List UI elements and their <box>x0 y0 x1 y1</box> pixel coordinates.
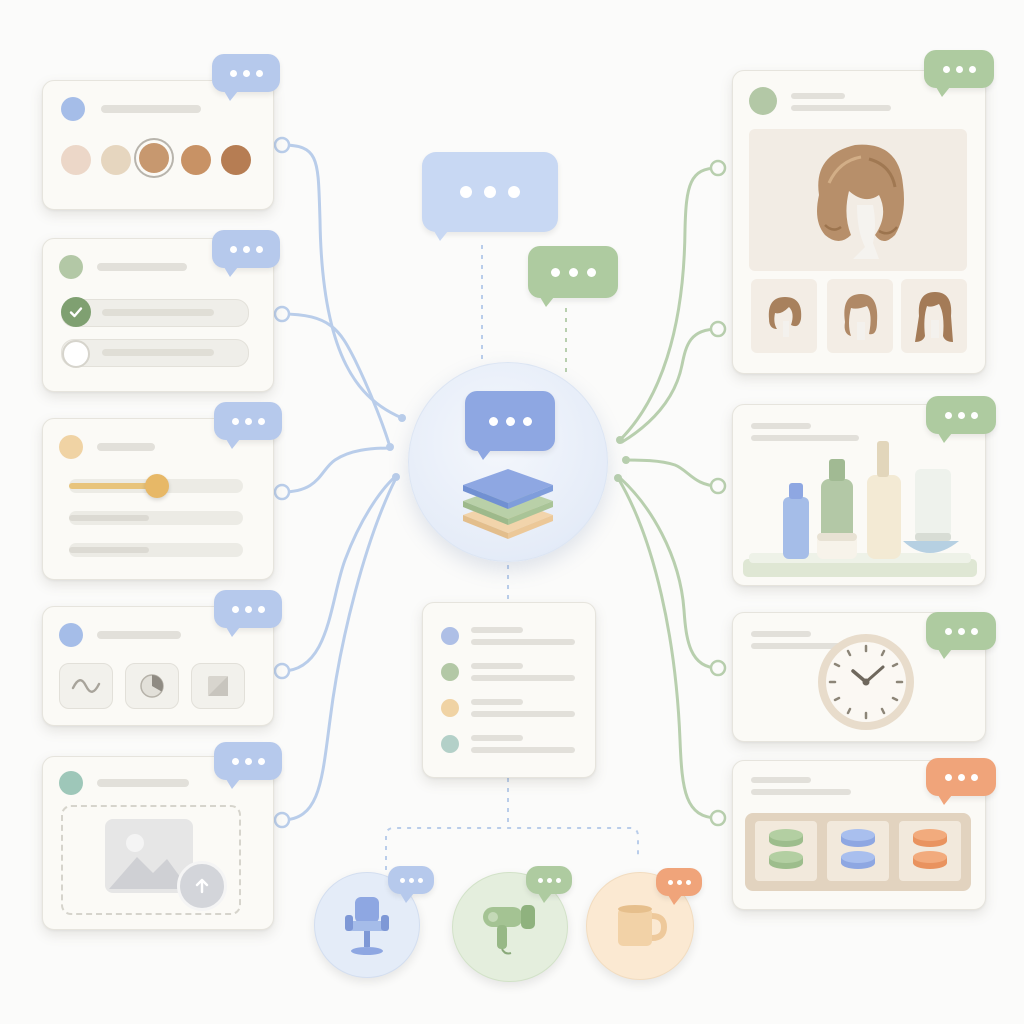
chat-bubble-icon <box>528 246 618 307</box>
card-subtitle-placeholder <box>751 435 859 441</box>
card-avatar-dot <box>59 771 83 795</box>
swatch-4[interactable] <box>181 145 211 175</box>
long-hair-icon <box>915 292 953 342</box>
slider-fill <box>69 483 157 489</box>
card-avatar-dot <box>59 255 83 279</box>
card-subtitle-placeholder <box>751 789 851 795</box>
chat-bubble-icon <box>526 866 572 903</box>
slider-handle[interactable] <box>145 474 169 498</box>
chat-bubble-icon <box>214 402 282 449</box>
card-avatar-dot <box>749 87 777 115</box>
list-line-long <box>471 747 575 753</box>
list-line-short <box>471 663 523 669</box>
check-circle-icon[interactable] <box>61 297 91 327</box>
list-dot-orange <box>441 699 459 717</box>
center-list-card[interactable] <box>422 602 596 778</box>
list-line-short <box>471 627 523 633</box>
short-hair-icon <box>768 297 802 337</box>
pie-chart-icon <box>140 674 164 698</box>
pie-chart-tile[interactable] <box>125 663 179 709</box>
barber-chair-icon <box>345 897 389 955</box>
list-dot-teal <box>441 735 459 753</box>
card-title-placeholder <box>751 631 811 637</box>
card-subtitle-placeholder <box>751 643 851 649</box>
card-title-placeholder <box>97 443 155 451</box>
card-title-placeholder <box>101 105 201 113</box>
chat-bubble-icon <box>924 50 994 97</box>
coffee-mug-node[interactable] <box>586 872 694 980</box>
checklist-item-checked[interactable] <box>61 299 249 327</box>
progress-bar-2 <box>69 543 243 557</box>
list-dot-green <box>441 663 459 681</box>
hub-chat-bubble-icon <box>465 391 555 460</box>
card-avatar-dot <box>59 623 83 647</box>
card-title-placeholder <box>791 93 845 99</box>
swatch-5[interactable] <box>221 145 251 175</box>
card-avatar-dot <box>61 97 85 121</box>
tray-compartments-icon <box>745 813 971 891</box>
card-avatar-dot <box>59 435 83 459</box>
square-icon <box>208 676 228 696</box>
card-title-placeholder <box>97 779 189 787</box>
chat-bubble-icon <box>926 758 996 805</box>
hair-wig-icon <box>817 144 904 259</box>
medium-hair-icon <box>844 294 878 340</box>
card-title-placeholder <box>97 263 187 271</box>
radio-circle-icon[interactable] <box>62 340 90 368</box>
swatch-3-selected[interactable] <box>139 143 169 173</box>
chat-bubble-icon <box>214 742 282 789</box>
image-placeholder-icon <box>105 819 193 893</box>
list-line-short <box>471 735 523 741</box>
swatch-2[interactable] <box>101 145 131 175</box>
coffee-mug-icon <box>618 905 668 946</box>
chat-bubble-icon <box>656 868 702 905</box>
chat-bubble-icon <box>212 54 280 101</box>
swatch-1[interactable] <box>61 145 91 175</box>
color-swatch-card[interactable] <box>42 80 274 210</box>
upload-dropzone[interactable] <box>61 805 241 915</box>
clock-icon <box>818 634 914 730</box>
list-line-long <box>471 639 575 645</box>
list-line-long <box>471 711 575 717</box>
hair-dryer-icon <box>483 905 535 955</box>
list-line-short <box>471 699 523 705</box>
checklist-item-unchecked[interactable] <box>61 339 249 367</box>
stacked-layers-icon <box>463 469 553 539</box>
list-dot-blue <box>441 627 459 645</box>
list-line-long <box>471 675 575 681</box>
hairstyle-gallery-card[interactable] <box>732 70 986 374</box>
hairstyle-thumb-3[interactable] <box>901 279 967 353</box>
card-title-placeholder <box>97 631 181 639</box>
chat-bubble-icon <box>926 612 996 659</box>
square-shape-tile[interactable] <box>191 663 245 709</box>
products-shelf-card[interactable] <box>732 404 986 586</box>
chat-bubble-icon <box>388 866 434 903</box>
card-title-placeholder <box>751 423 811 429</box>
hairstyle-thumb-1[interactable] <box>751 279 817 353</box>
hairstyle-thumb-2[interactable] <box>827 279 893 353</box>
center-chat-bubble-icon <box>422 152 558 241</box>
image-upload-card[interactable] <box>42 756 274 930</box>
progress-bar-1 <box>69 511 243 525</box>
upload-arrow-icon[interactable] <box>177 861 227 911</box>
hairstyle-main-image[interactable] <box>749 129 967 271</box>
chat-bubble-icon <box>212 230 280 277</box>
wave-icon <box>71 679 101 693</box>
card-subtitle-placeholder <box>791 105 891 111</box>
chat-bubble-icon <box>214 590 282 637</box>
wave-chart-tile[interactable] <box>59 663 113 709</box>
card-title-placeholder <box>751 777 811 783</box>
cosmetics-bottles-icon <box>743 441 977 577</box>
chat-bubble-icon <box>926 396 996 443</box>
storage-tray-card[interactable] <box>732 760 986 910</box>
central-hub[interactable] <box>408 362 608 562</box>
